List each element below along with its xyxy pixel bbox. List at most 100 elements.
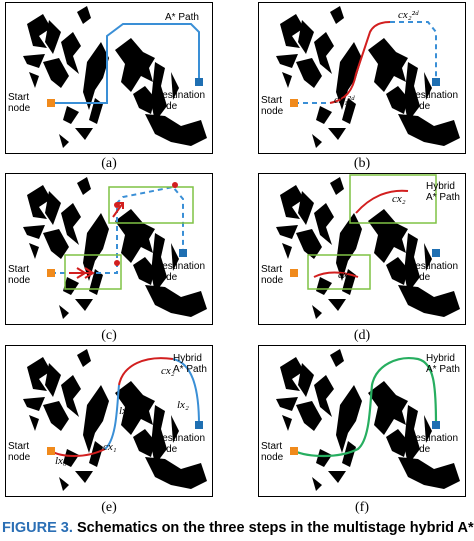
panel-d-diagram (258, 173, 466, 325)
obstacle-9 (312, 305, 322, 319)
annotation-cx2: cx₂ (392, 193, 406, 205)
obstacle-12 (115, 38, 155, 92)
destination-node-label: Destination node (408, 261, 459, 283)
sublabel-a: (a) (101, 156, 117, 171)
obstacle-3 (276, 397, 298, 411)
obstacle-7 (316, 106, 332, 124)
obstacle-14 (404, 233, 420, 293)
obstacle-1 (27, 357, 51, 391)
waypoint-2 (114, 202, 120, 208)
obstacle-6 (282, 243, 292, 259)
panel-frame (5, 345, 213, 497)
obstacle-7 (316, 277, 332, 295)
destination-node-label: Destination node (155, 261, 206, 283)
obstacle-10 (83, 42, 109, 110)
panel-f-diagram (258, 345, 466, 497)
obstacle-7 (63, 106, 79, 124)
start-node-marker (290, 269, 298, 277)
waypoint-1 (114, 260, 120, 266)
obstacle-1 (27, 14, 51, 48)
annotation-cx1: cx₁ (338, 269, 352, 281)
annotation-cx1: cx₁ (103, 441, 117, 453)
sublabel-b: (b) (353, 156, 371, 171)
obstacle-4 (43, 401, 69, 431)
obstacle-3 (276, 54, 298, 68)
obstacle-12 (368, 209, 408, 263)
obstacle-8 (75, 299, 93, 311)
obstacle-9 (59, 134, 69, 148)
obstacle-2 (298, 363, 314, 397)
obstacle-10 (83, 213, 109, 281)
obstacle-10 (336, 213, 362, 281)
panel-a: A* Path Start node Destination node (5, 2, 213, 154)
line-lx1 (104, 384, 120, 450)
obstacle-12 (368, 38, 408, 92)
obstacle-11 (342, 441, 356, 467)
obstacle-1 (280, 357, 304, 391)
obstacle-12 (368, 381, 408, 435)
astar-path (51, 23, 200, 104)
obstacle-3 (23, 225, 45, 239)
start-node-label: Start node (261, 95, 284, 117)
obstacle-2 (298, 20, 314, 54)
start-node-label: Start node (8, 441, 31, 463)
sublabel-f: (f) (355, 500, 369, 515)
obstacle-11 (342, 98, 356, 124)
obstacle-2 (298, 191, 314, 225)
obstacle-14 (151, 233, 167, 293)
obstacle-16 (145, 285, 207, 317)
obstacle-2 (45, 20, 61, 54)
destination-node-marker (432, 78, 440, 86)
start-node-label: Start node (261, 441, 284, 463)
obstacle-9 (59, 477, 69, 491)
obstacle-3 (276, 225, 298, 239)
figure-caption: FIGURE 3. Schematics on the three steps … (2, 520, 474, 536)
destination-node-label: Destination node (155, 90, 206, 112)
obstacle-1 (27, 185, 51, 219)
obstacle-13 (133, 257, 155, 285)
annotation-lx2: lx₂ (177, 399, 189, 411)
panel-frame (5, 2, 213, 154)
annotation-lx0: lx₀ (55, 455, 67, 467)
panel-frame (258, 2, 466, 154)
obstacle-5 (314, 203, 334, 245)
destination-node-marker (432, 249, 440, 257)
obstacle-14 (151, 405, 167, 465)
expansion-arrows-start (69, 267, 95, 279)
obstacle-16 (145, 457, 207, 489)
obstacle-9 (312, 477, 322, 491)
dashed-astar-path (51, 185, 184, 274)
obstacle-13 (386, 86, 408, 114)
obstacle-1 (280, 14, 304, 48)
annotation-cx1: cx₁²ᵈ (334, 94, 355, 106)
obstacle-15 (424, 243, 432, 271)
obstacle-6 (29, 415, 39, 431)
obstacle-7 (316, 449, 332, 467)
obstacle-13 (133, 86, 155, 114)
panel-a-diagram (5, 2, 213, 154)
destination-node-marker (195, 78, 203, 86)
obstacle-16 (398, 114, 460, 146)
destination-node-marker (195, 421, 203, 429)
obstacle-5 (61, 32, 81, 74)
obstacle-5 (314, 375, 334, 417)
obstacle-17 (77, 177, 91, 195)
search-box-end (108, 186, 194, 224)
start-node-label: Start node (261, 264, 284, 286)
path-title: Hybrid A* Path (426, 181, 460, 203)
destination-node-label: Destination node (155, 433, 206, 455)
obstacle-15 (171, 415, 179, 443)
obstacle-15 (424, 415, 432, 443)
panel-b: cx₂²ᵈ cx₁²ᵈ Start node Destination node (258, 2, 466, 154)
panel-e: Hybrid A* Path cx₂ lx₁ lx₂ cx₁ lx₀ Start… (5, 345, 213, 497)
annotation-cx2: cx₂²ᵈ (398, 9, 419, 21)
start-node-marker (47, 269, 55, 277)
annotation-cx2: cx₂ (161, 365, 175, 377)
obstacle-2 (45, 363, 61, 397)
panel-b-diagram (258, 2, 466, 154)
start-node-marker (47, 99, 55, 107)
obstacle-16 (398, 457, 460, 489)
obstacle-8 (328, 128, 346, 140)
obstacle-14 (151, 62, 167, 122)
obstacle-16 (398, 285, 460, 317)
